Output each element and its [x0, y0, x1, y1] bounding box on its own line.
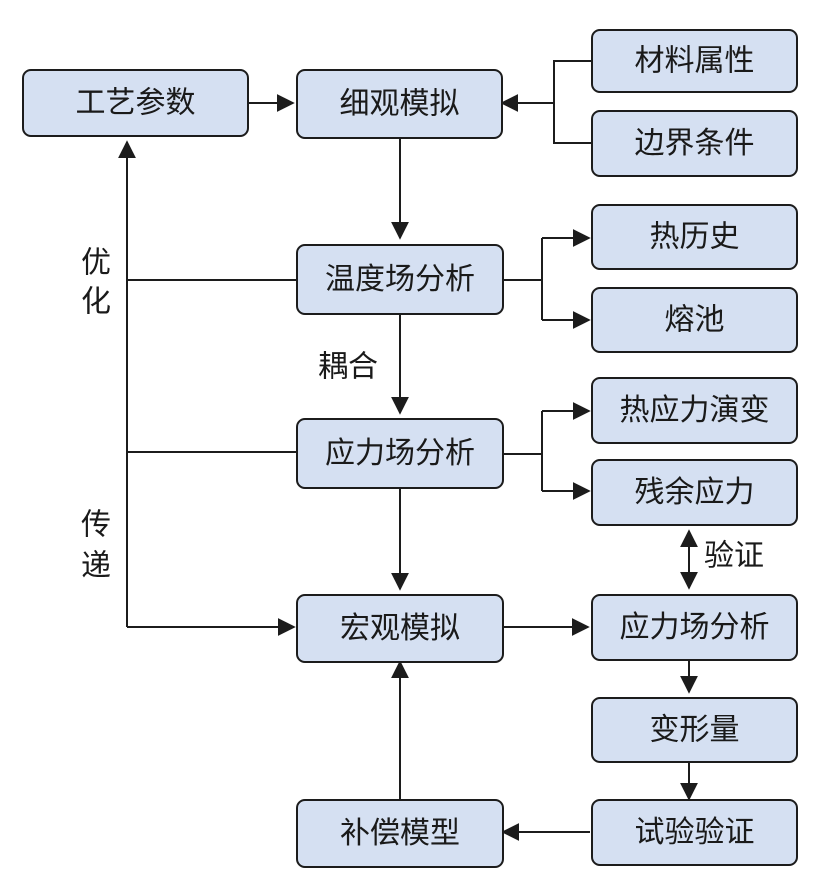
node-test-validation: 试验验证 [591, 799, 798, 866]
edge-stress-branch [503, 411, 543, 455]
node-boundary-cond-label: 边界条件 [635, 126, 755, 161]
edges [118, 60, 698, 841]
node-material-props: 材料属性 [591, 29, 798, 93]
label-transfer-1: 传 [81, 508, 111, 543]
node-thermal-history: 热历史 [591, 204, 798, 270]
node-micro-sim: 细观模拟 [296, 69, 503, 139]
label-optimize-1: 优 [81, 246, 111, 281]
node-test-validation-label: 试验验证 [635, 815, 755, 850]
node-melt-pool-label: 熔池 [665, 303, 725, 338]
node-material-props-label: 材料属性 [635, 44, 755, 79]
node-process-params: 工艺参数 [22, 69, 249, 137]
node-deformation-label: 变形量 [650, 713, 740, 748]
node-thermal-stress-evolution: 热应力演变 [591, 377, 798, 444]
node-stress-field-label: 应力场分析 [325, 436, 475, 471]
node-thermal-stress-evolution-label: 热应力演变 [620, 393, 770, 428]
node-macro-stress-field-label: 应力场分析 [620, 610, 770, 645]
edge-temp-branch [503, 238, 543, 281]
node-macro-stress-field: 应力场分析 [591, 594, 798, 661]
node-compensation-model: 补偿模型 [296, 799, 504, 868]
node-melt-pool: 熔池 [591, 287, 798, 353]
label-transfer-2: 递 [81, 549, 111, 584]
node-stress-field: 应力场分析 [296, 418, 504, 489]
node-residual-stress: 残余应力 [591, 459, 798, 526]
node-micro-sim-label: 细观模拟 [340, 87, 460, 122]
node-macro-sim-label: 宏观模拟 [340, 611, 460, 646]
label-optimize-2: 化 [81, 285, 111, 320]
node-residual-stress-label: 残余应力 [635, 475, 755, 510]
label-validation: 验证 [704, 539, 764, 574]
node-deformation: 变形量 [591, 697, 798, 763]
node-compensation-model-label: 补偿模型 [340, 816, 460, 851]
node-macro-sim: 宏观模拟 [296, 594, 504, 663]
edge-material-bracket [553, 60, 592, 144]
node-thermal-history-label: 热历史 [650, 220, 740, 255]
node-temp-field: 温度场分析 [296, 244, 504, 315]
node-boundary-cond: 边界条件 [591, 110, 798, 177]
node-process-params-label: 工艺参数 [76, 86, 196, 121]
node-temp-field-label: 温度场分析 [325, 262, 475, 297]
label-coupling: 耦合 [318, 350, 378, 385]
